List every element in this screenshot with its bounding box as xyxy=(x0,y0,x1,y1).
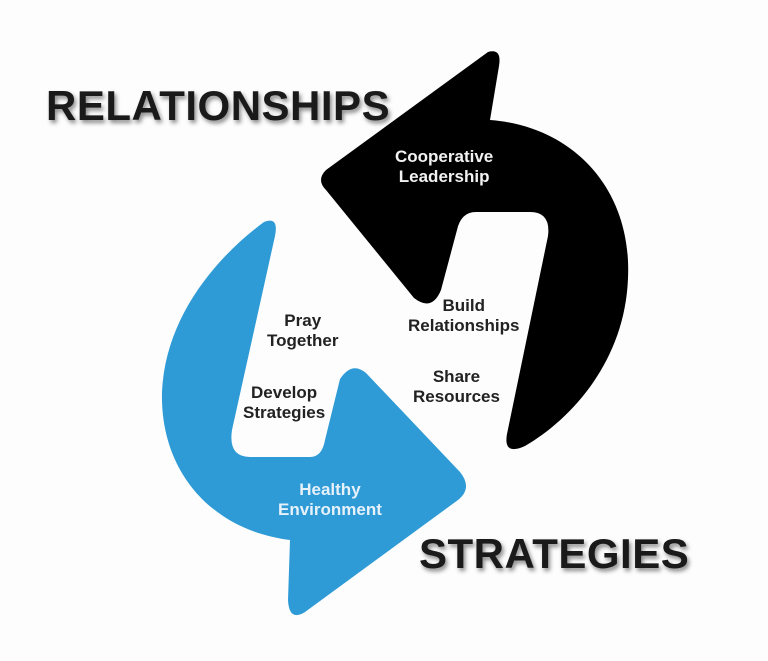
label-line: Build xyxy=(442,296,485,315)
label-line: Pray xyxy=(284,311,322,330)
label-line: Together xyxy=(267,331,339,350)
strategies-title: STRATEGIES xyxy=(419,530,690,577)
label-line: Develop xyxy=(251,383,318,402)
blue-arrow xyxy=(161,220,467,616)
black-arrow xyxy=(321,51,629,450)
relationships-title: RELATIONSHIPS xyxy=(46,82,391,129)
label-healthy-environment: Healthy Environment xyxy=(278,480,382,520)
label-share-resources: Share Resources xyxy=(413,367,500,407)
label-line: Environment xyxy=(278,500,382,519)
label-develop-strategies: Develop Strategies xyxy=(243,383,325,423)
label-line: Strategies xyxy=(243,403,326,422)
label-build-relationships: Build Relationships xyxy=(408,296,519,336)
label-line: Cooperative xyxy=(395,147,494,166)
label-line: Resources xyxy=(413,387,500,406)
label-line: Healthy xyxy=(299,480,361,499)
label-line: Relationships xyxy=(408,316,520,335)
label-line: Leadership xyxy=(398,167,490,186)
label-line: Share xyxy=(432,367,481,386)
label-cooperative-leadership: Cooperative Leadership xyxy=(395,147,493,187)
label-pray-together: Pray Together xyxy=(267,311,338,351)
